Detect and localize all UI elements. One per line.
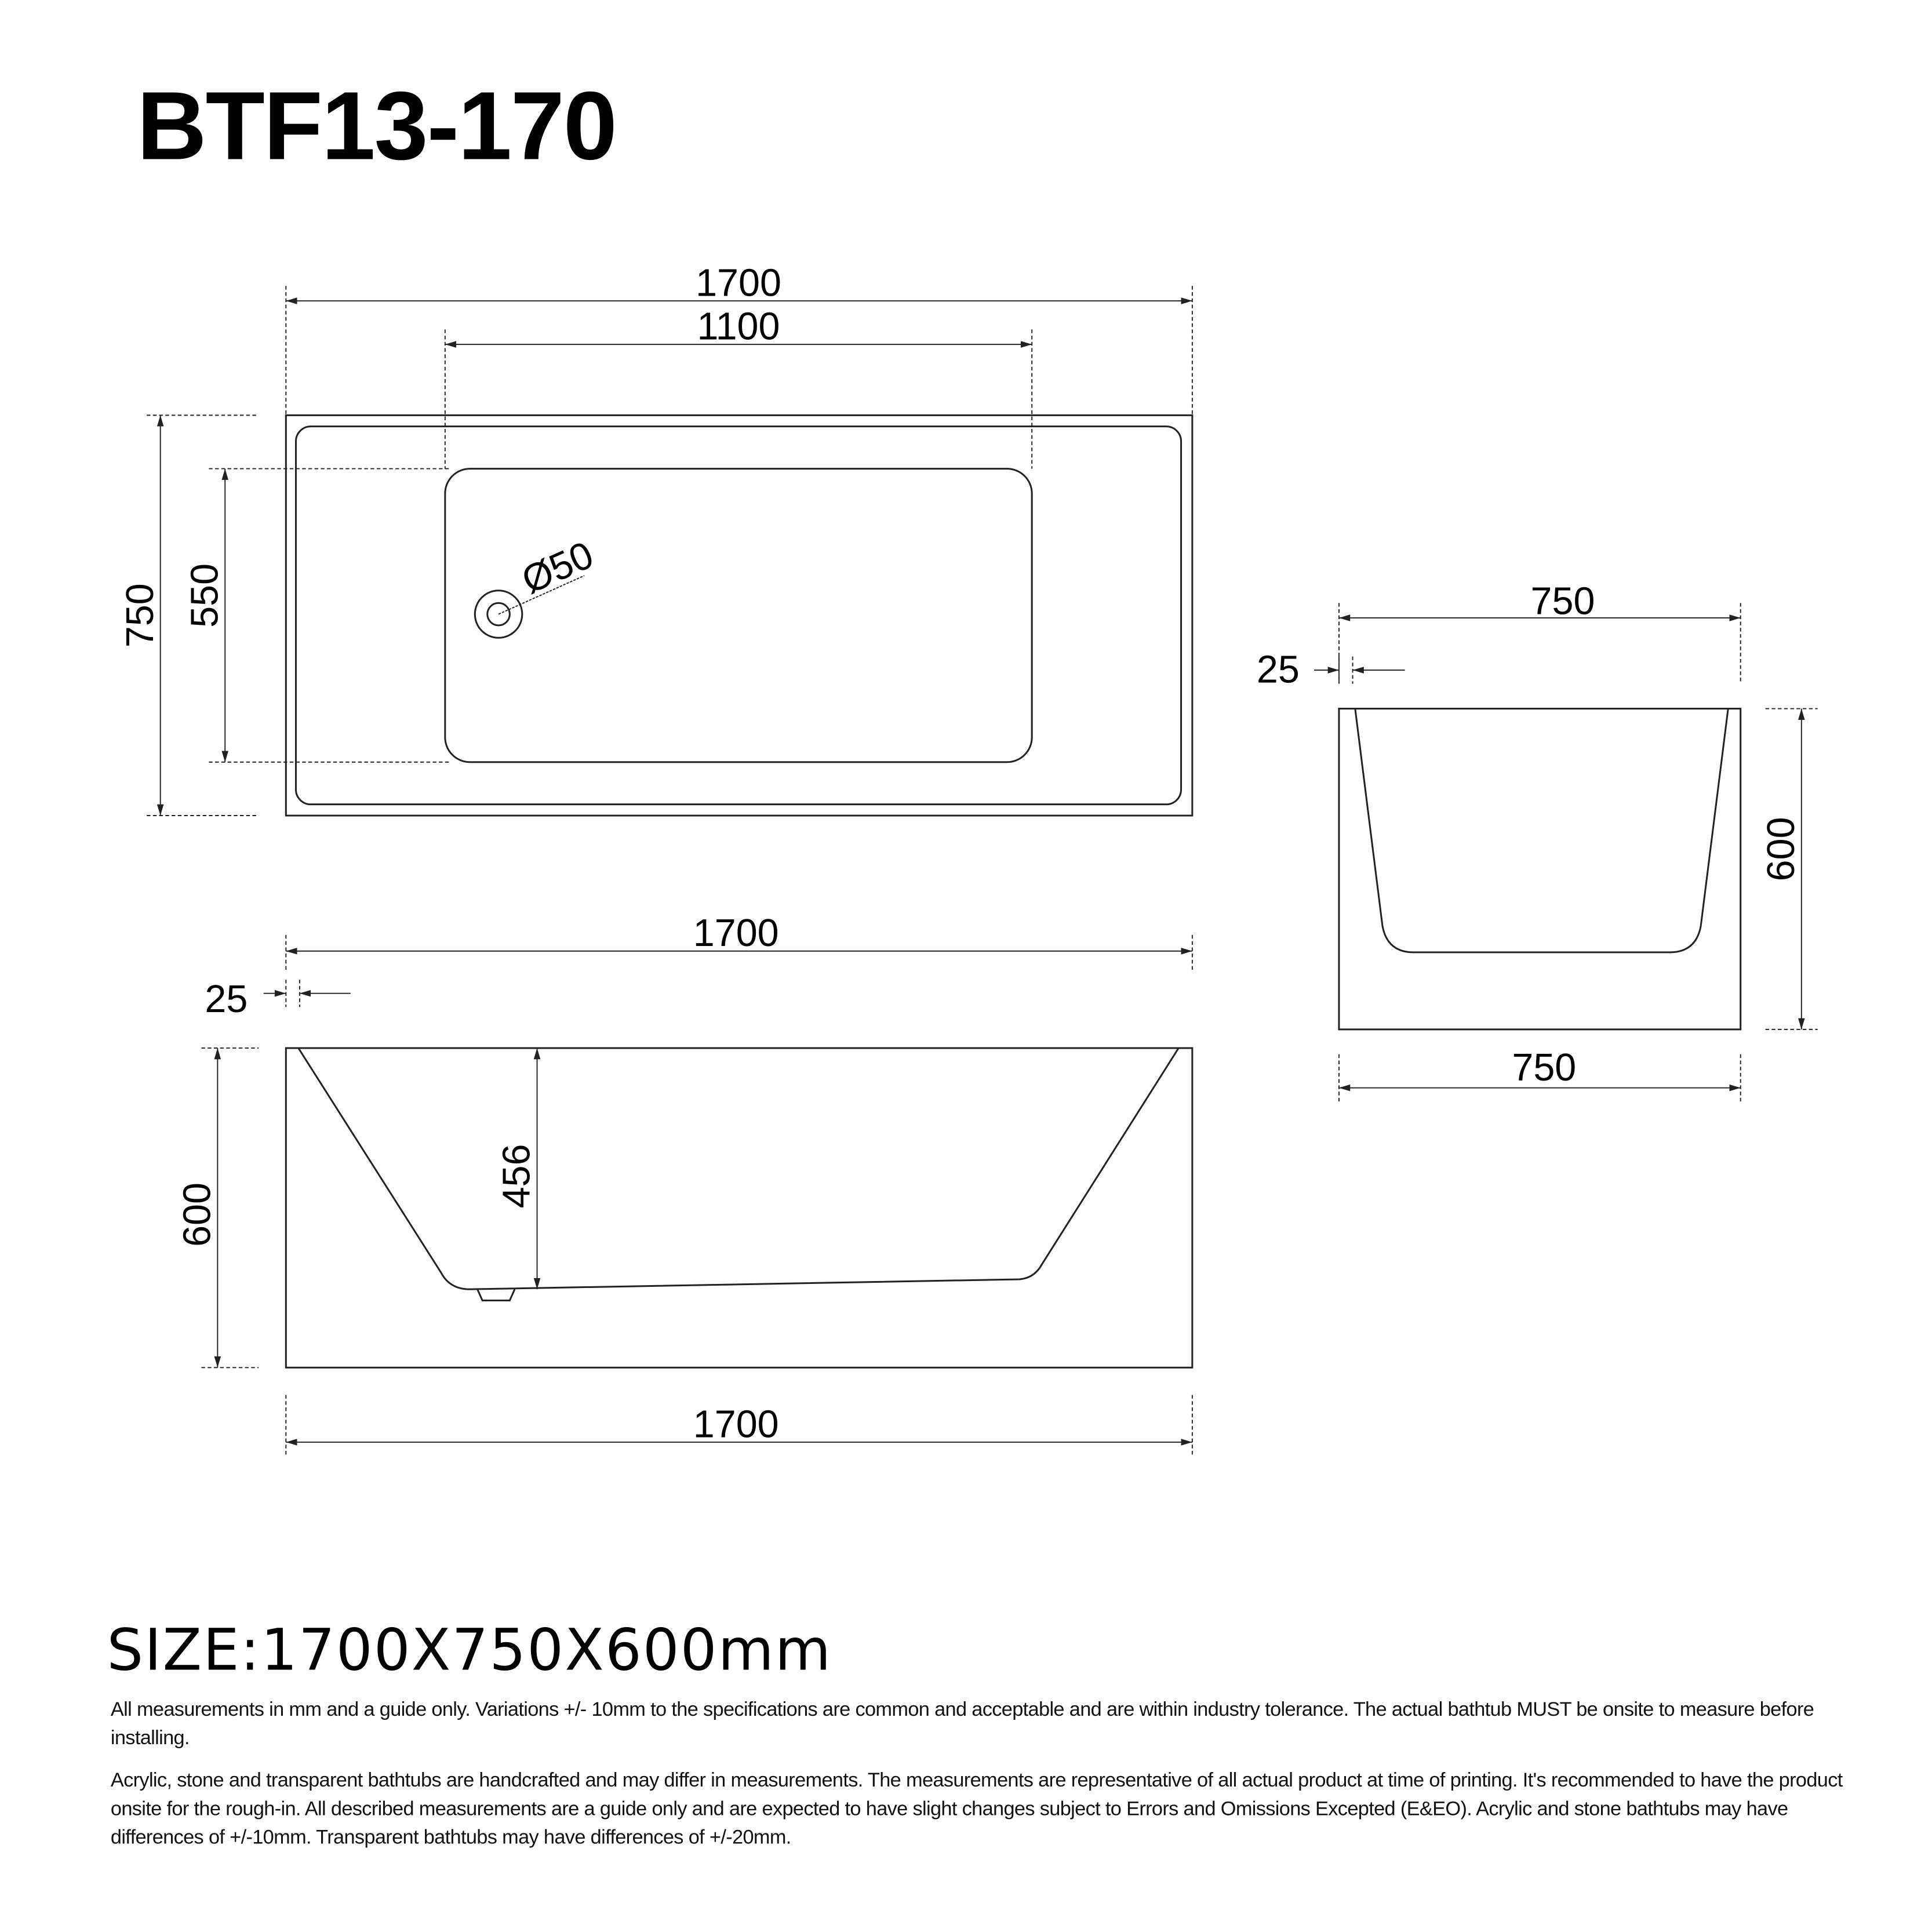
tub-inner-profile-side (297, 1047, 1180, 1290)
dim-side-length-top: 1700 (693, 912, 779, 955)
dim-basin-length: 1100 (697, 305, 780, 348)
dim-basin-width: 550 (183, 563, 226, 628)
dim-end-width-bottom: 750 (1512, 1046, 1576, 1089)
dim-width: 750 (119, 583, 162, 647)
drain-icon (474, 575, 585, 639)
disclaimer-note-2: Acrylic, stone and transparent bathtubs … (110, 1770, 1843, 1849)
tub-outline-end (1338, 708, 1742, 1031)
dim-end-height: 600 (1760, 817, 1803, 881)
disclaimer-note-1: All measurements in mm and a guide only.… (110, 1699, 1814, 1749)
dim-side-length-bottom: 1700 (693, 1403, 779, 1446)
dim-length-top: 1700 (696, 261, 781, 304)
dim-depth: 456 (496, 1144, 539, 1209)
end-view: 750 25 600 750 (1257, 580, 1818, 1103)
model-title: BTF13-170 (136, 71, 617, 180)
tub-rim-inner (294, 425, 1183, 806)
tub-inner-profile-end (1354, 708, 1729, 954)
basin-floor (444, 468, 1033, 763)
tub-outline-top (285, 414, 1194, 817)
side-view: 1700 25 600 456 1700 (176, 912, 1194, 1455)
dim-side-rim: 25 (205, 978, 248, 1021)
dim-end-rim: 25 (1257, 648, 1300, 691)
top-view: Ø50 1700 1100 750 550 (119, 261, 1194, 817)
tub-outline-side (285, 1047, 1194, 1369)
drain-outlet (476, 1289, 516, 1301)
dim-end-width-top: 750 (1531, 580, 1595, 623)
drain-diameter-label: Ø50 (516, 533, 600, 602)
size-label: SIZE:1700X750X600mm (107, 1616, 832, 1684)
dim-side-height: 600 (176, 1183, 219, 1247)
